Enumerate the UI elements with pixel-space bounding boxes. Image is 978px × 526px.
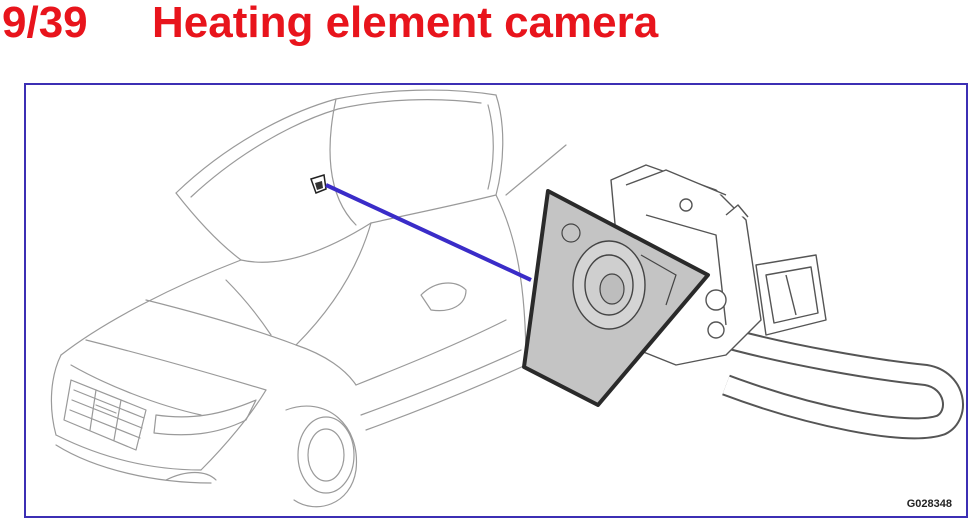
slide-title: Heating element camera: [152, 0, 659, 47]
leader-line: [325, 183, 532, 282]
slide-number: 9/39: [2, 0, 88, 47]
technical-illustration: [50, 89, 964, 508]
camera-lens-callout: [522, 189, 710, 407]
slide-header: 9/39 Heating element camera: [0, 0, 978, 60]
car-illustration: [50, 89, 567, 508]
figure-code: G028348: [906, 498, 952, 510]
camera-location-marker: [310, 174, 327, 194]
figure-frame: G028348: [24, 83, 968, 518]
